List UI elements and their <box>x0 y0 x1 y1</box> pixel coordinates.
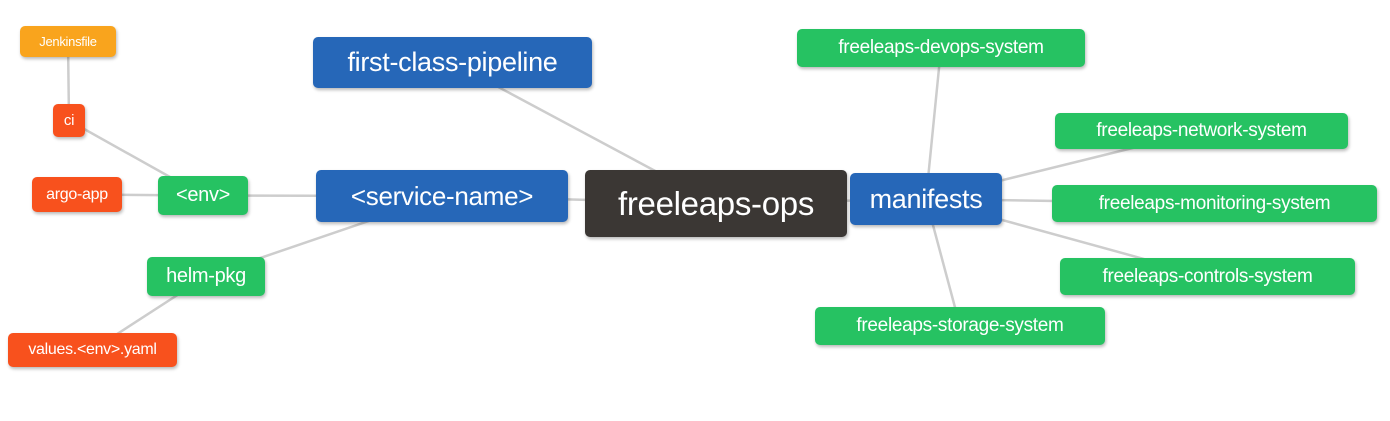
node-env[interactable]: <env> <box>158 176 248 215</box>
node-freeleaps-storage-system[interactable]: freeleaps-storage-system <box>815 307 1105 345</box>
node-manifests[interactable]: manifests <box>850 173 1002 225</box>
node-freeleaps-devops-system[interactable]: freeleaps-devops-system <box>797 29 1085 67</box>
node-freeleaps-monitoring-system[interactable]: freeleaps-monitoring-system <box>1052 185 1377 222</box>
node-values-env-yaml[interactable]: values.<env>.yaml <box>8 333 177 367</box>
node-helm-pkg[interactable]: helm-pkg <box>147 257 265 296</box>
node-argo-app[interactable]: argo-app <box>32 177 122 212</box>
node-freeleaps-controls-system[interactable]: freeleaps-controls-system <box>1060 258 1355 295</box>
node-service-name[interactable]: <service-name> <box>316 170 568 222</box>
node-ci[interactable]: ci <box>53 104 85 137</box>
node-freeleaps-ops[interactable]: freeleaps-ops <box>585 170 847 237</box>
node-jenkinsfile[interactable]: Jenkinsfile <box>20 26 116 57</box>
node-freeleaps-network-system[interactable]: freeleaps-network-system <box>1055 113 1348 149</box>
node-first-class-pipeline[interactable]: first-class-pipeline <box>313 37 592 88</box>
